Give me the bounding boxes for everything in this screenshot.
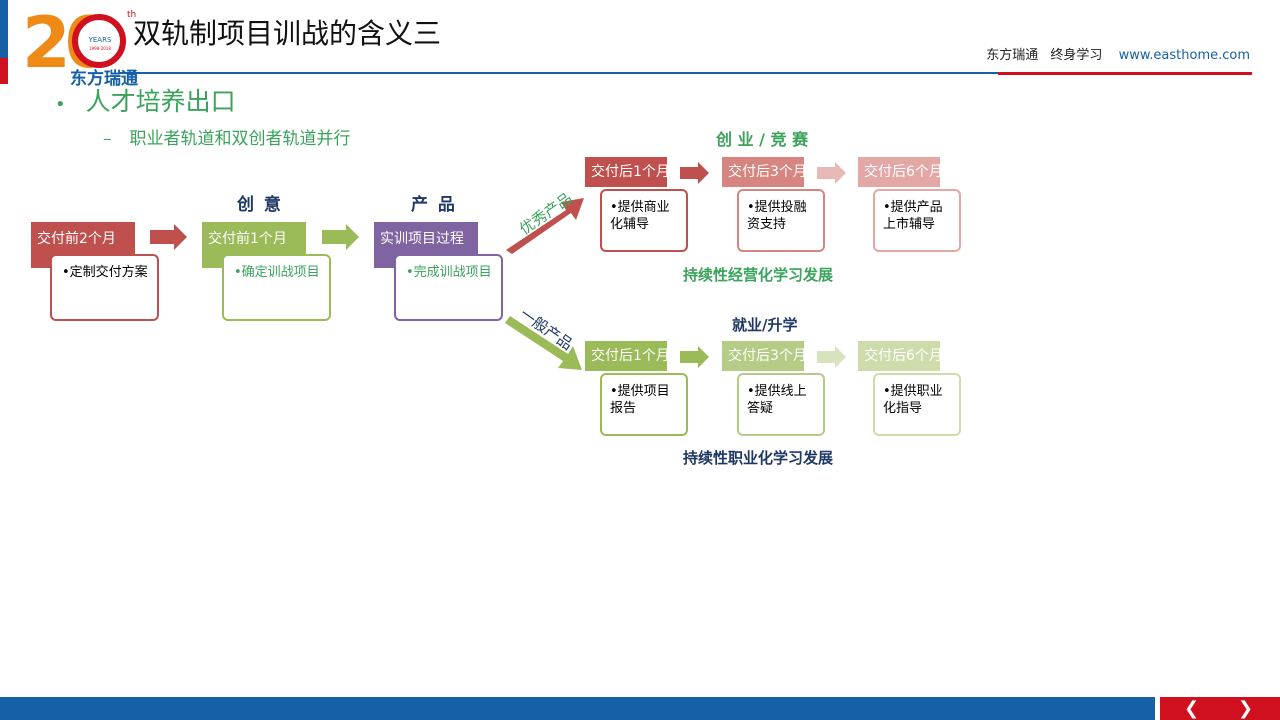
page-title: 双轨制项目训战的含义三 xyxy=(133,17,442,50)
arrow-lower-2-3 xyxy=(817,346,846,368)
top-left-red-stripe xyxy=(0,58,8,84)
arrow-branch-lower xyxy=(505,316,582,370)
upper-b1-header: 交付后1个月内 xyxy=(585,157,667,187)
arrow-upper-2-3 xyxy=(817,162,846,184)
label-idea: 创 意 xyxy=(237,195,283,215)
lower-b1-header: 交付后1个月内 xyxy=(585,341,667,371)
arrow-2-3 xyxy=(322,224,359,250)
lower-b3-card: •提供职业化指导 xyxy=(873,373,961,436)
brand-slogan: 终身学习 xyxy=(1050,48,1103,63)
upper-bottom-label: 持续性经营化学习发展 xyxy=(683,266,834,284)
upper-b2-card: •提供投融资支持 xyxy=(737,189,825,252)
stage2-card: •确定训战项目 xyxy=(222,254,331,321)
label-product: 产 品 xyxy=(411,195,457,215)
prev-slide-icon[interactable]: ❮ xyxy=(1184,698,1200,719)
logo-circle xyxy=(72,14,126,68)
brand-url[interactable]: www.easthome.com xyxy=(1118,48,1250,63)
bullet-level2-text: 职业者轨道和双创者轨道并行 xyxy=(129,129,351,149)
header-rule-red xyxy=(998,72,1252,75)
footer-bar xyxy=(0,697,1155,720)
upper-b3-header: 交付后6个月内 xyxy=(858,157,940,187)
stage1-card: •定制交付方案 xyxy=(50,254,159,321)
logo-range-text: 1998-2018 xyxy=(89,46,111,51)
lower-b3-header: 交付后6个月内 xyxy=(858,341,940,371)
stage3-card: •完成训战项目 xyxy=(394,254,503,321)
arrow-lower-1-2 xyxy=(680,346,709,368)
lower-b2-card: •提供线上答疑 xyxy=(737,373,825,436)
next-slide-icon[interactable]: ❯ xyxy=(1238,698,1254,719)
logo-th: th xyxy=(127,10,137,20)
top-left-blue-stripe xyxy=(0,0,8,58)
bullet-level2: –职业者轨道和双创者轨道并行 xyxy=(103,129,351,149)
lower-top-label: 就业/升学 xyxy=(732,316,798,334)
upper-b3-card: •提供产品上市辅导 xyxy=(873,189,961,252)
lower-bottom-label: 持续性职业化学习发展 xyxy=(683,449,834,467)
bullet-level1: •人才培养出口 xyxy=(55,87,236,116)
bullet-level1-text: 人才培养出口 xyxy=(85,87,236,116)
header-rule-blue xyxy=(118,72,998,74)
logo-years-text: YEARS xyxy=(88,36,112,44)
lower-b1-card: •提供项目报告 xyxy=(600,373,688,436)
brand-name: 东方瑞通 xyxy=(986,48,1039,63)
arrow-branch-upper xyxy=(506,198,584,254)
upper-b2-header: 交付后3个月内 xyxy=(722,157,804,187)
logo-name: 东方瑞通 xyxy=(70,69,138,89)
lower-b2-header: 交付后3个月内 xyxy=(722,341,804,371)
upper-top-label: 创 业 / 竞 赛 xyxy=(716,130,809,149)
brand-line: 东方瑞通 终身学习 www.easthome.com xyxy=(986,44,1250,63)
footer-nav-bar xyxy=(1160,697,1280,720)
arrow-1-2 xyxy=(150,224,187,250)
upper-b1-card: •提供商业化辅导 xyxy=(600,189,688,252)
arrow-upper-1-2 xyxy=(680,162,709,184)
